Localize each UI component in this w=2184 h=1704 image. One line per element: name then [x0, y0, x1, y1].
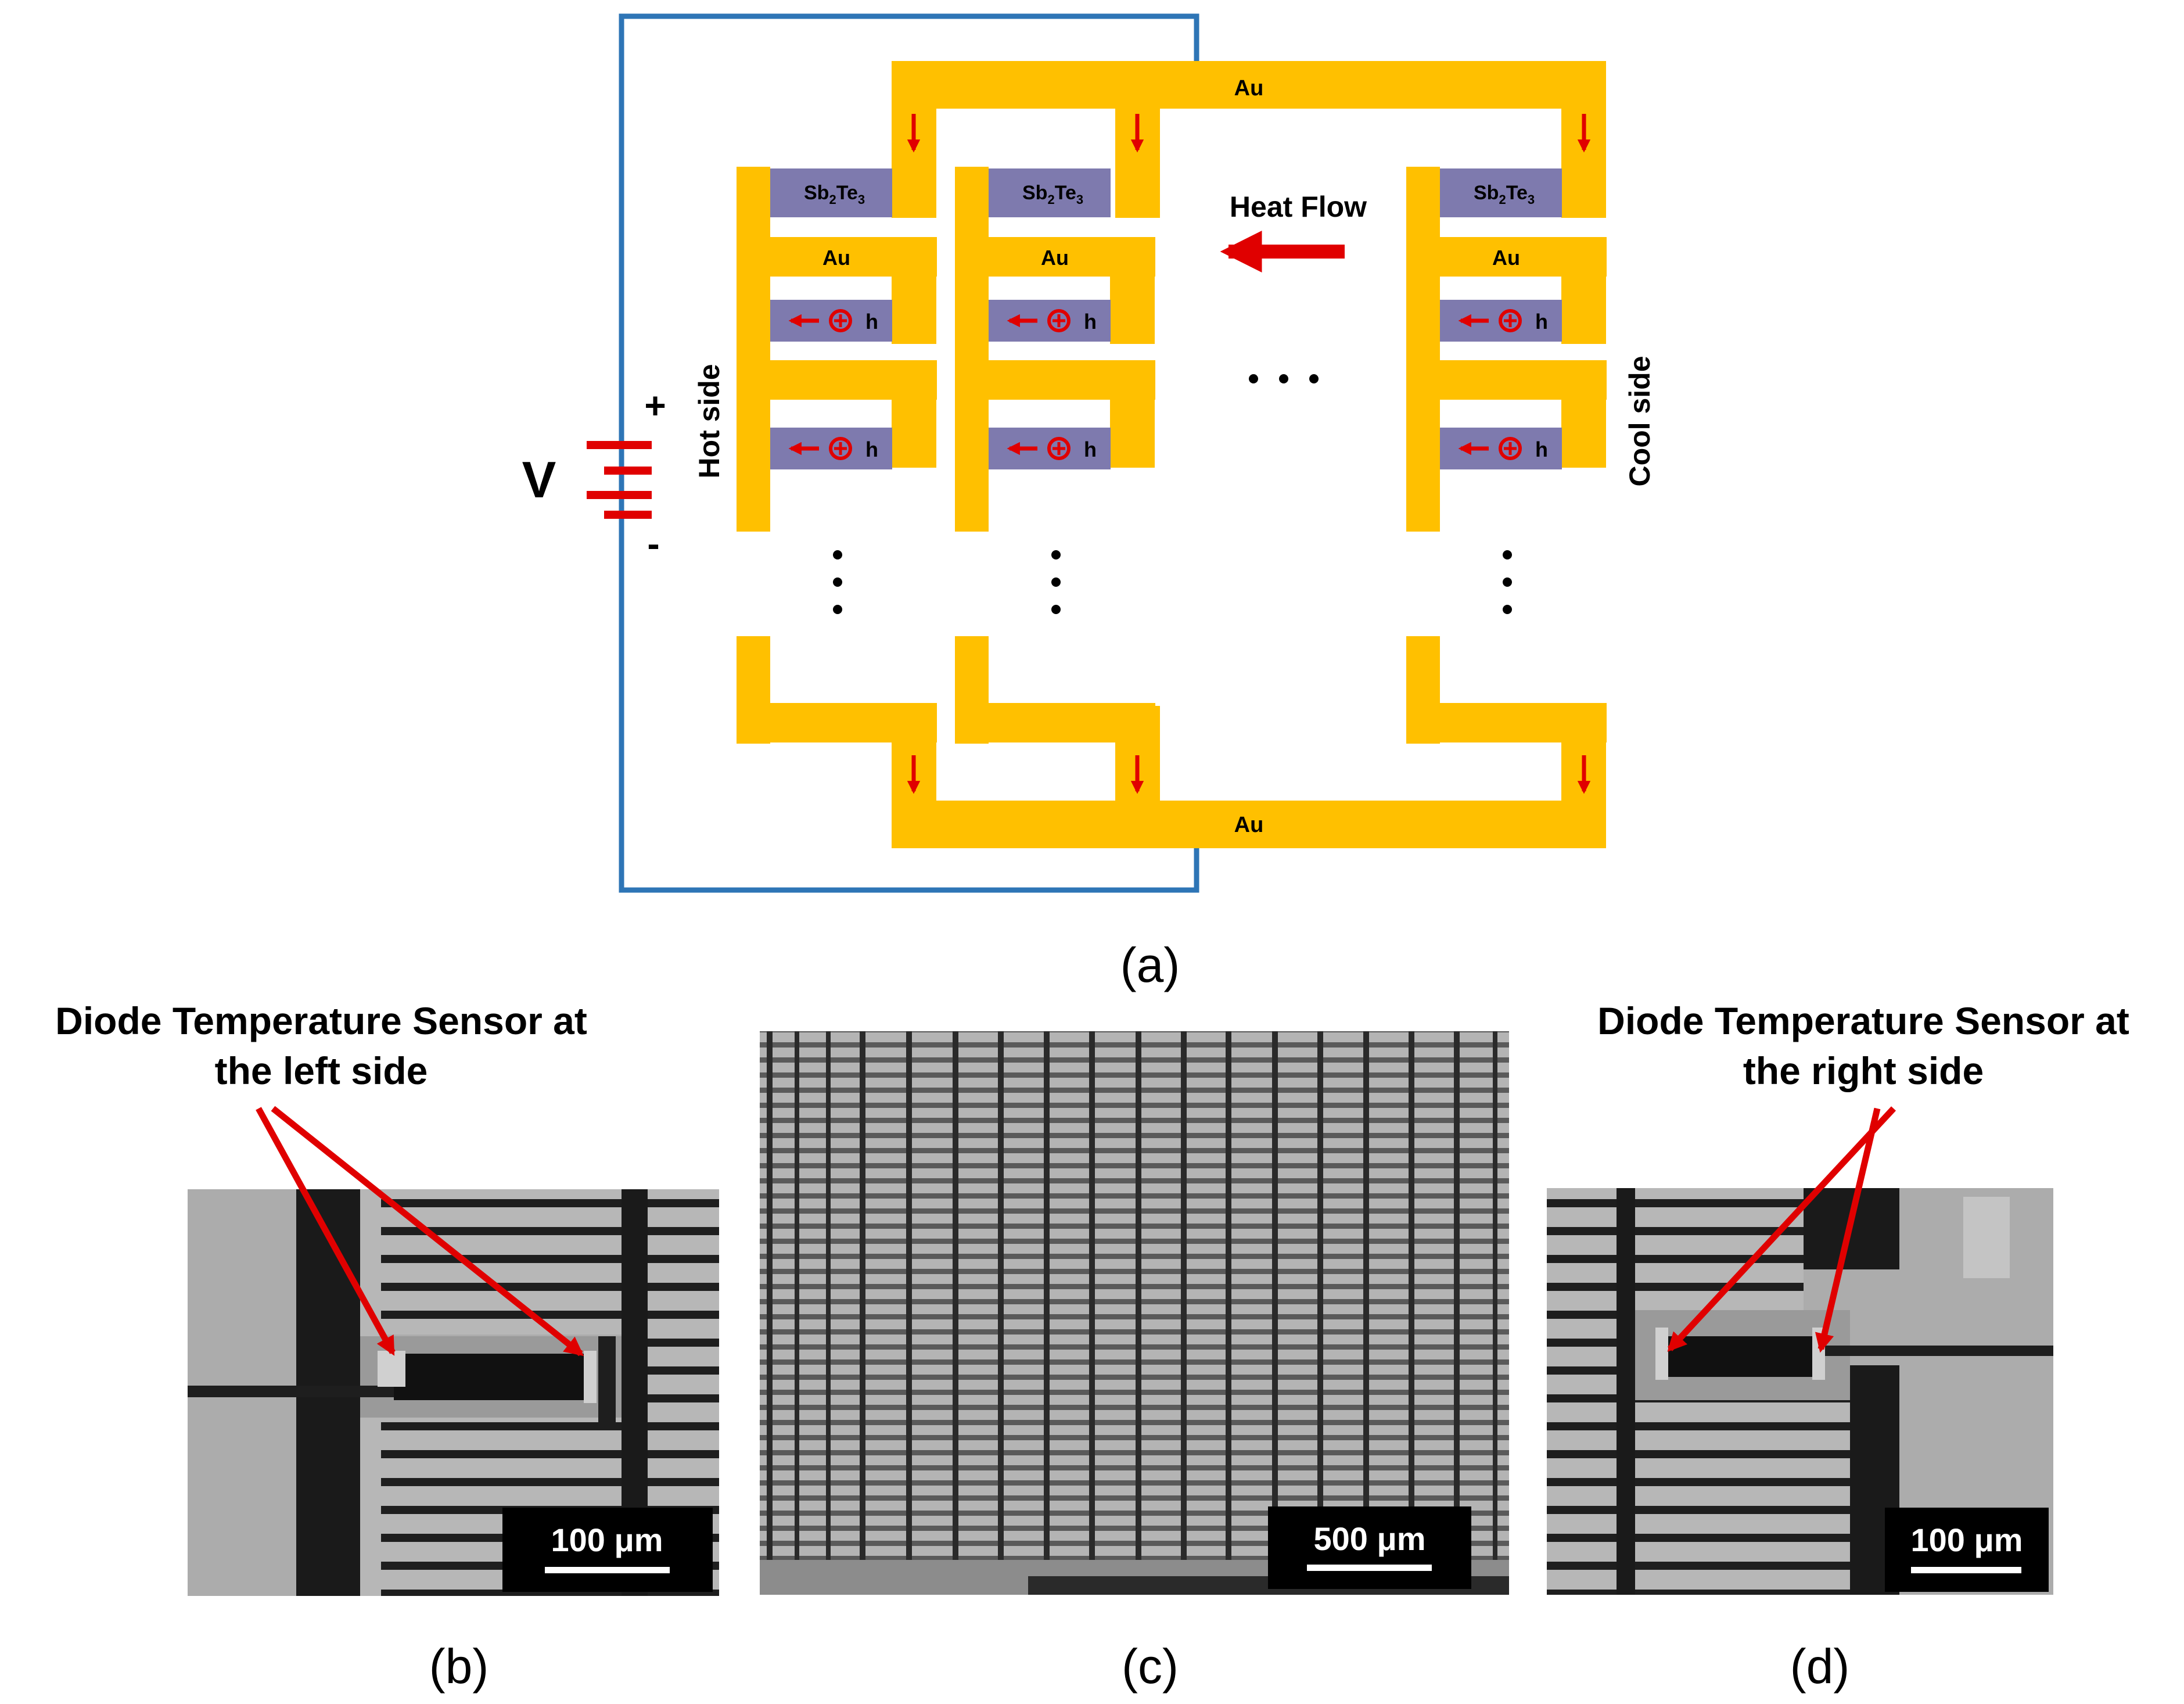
scale-box-d: [1885, 1508, 2049, 1592]
minus-label: -: [647, 523, 659, 565]
panel-d-annotation-line1: Diode Temperature Sensor at: [1597, 999, 2129, 1042]
au-label-3: Au: [1492, 246, 1520, 270]
current-arrows: [907, 114, 1591, 794]
top-au-label: Au: [1234, 76, 1264, 101]
bottom-au-label: Au: [1234, 813, 1264, 837]
panel-c: 500 μm (c): [760, 1031, 1509, 1694]
caption-d: (d): [1790, 1639, 1850, 1694]
caption-b: (b): [429, 1639, 489, 1694]
hole-labels: h h h h h h: [865, 310, 1548, 461]
top-au-bus: Au: [892, 61, 1606, 218]
au-label-2: Au: [1041, 246, 1069, 270]
scale-box-c: [1268, 1506, 1471, 1589]
voltage-label: V: [522, 451, 556, 508]
scale-label-b: 100 μm: [551, 1522, 663, 1558]
svg-text:h: h: [1535, 310, 1548, 333]
scale-label-c: 500 μm: [1313, 1520, 1425, 1557]
panel-b-annotation-line2: the left side: [215, 1049, 428, 1092]
sem-image-c: 500 μm: [760, 1031, 1509, 1595]
sb2te3-label-2: Sb2Te3: [1022, 182, 1083, 207]
svg-text:Sb2Te3: Sb2Te3: [1474, 182, 1535, 207]
svg-text:h: h: [865, 310, 878, 333]
column-3: [1406, 167, 1607, 744]
sb2te3-label-1: Sb2Te3: [804, 182, 865, 207]
svg-text:Sb2Te3: Sb2Te3: [804, 182, 865, 207]
svg-text:h: h: [1535, 437, 1548, 461]
cool-side-label: Cool side: [1623, 356, 1656, 486]
caption-c: (c): [1122, 1639, 1179, 1694]
external-wire: [619, 13, 1199, 893]
svg-text:h: h: [865, 437, 878, 461]
panel-b: Diode Temperature Sensor at the left sid…: [55, 999, 719, 1694]
scale-label-d: 100 μm: [1910, 1522, 2023, 1558]
hot-side-label: Hot side: [693, 364, 725, 478]
scale-box-b: [502, 1508, 713, 1592]
panel-d-annotation-line2: the right side: [1743, 1049, 1984, 1092]
hole-carriers: [788, 309, 1522, 460]
battery-symbol: [587, 441, 652, 519]
svg-text:Sb2Te3: Sb2Te3: [1022, 182, 1083, 207]
panel-d: Diode Temperature Sensor at the right si…: [1547, 999, 2129, 1694]
annotation-arrows-d: [1667, 1106, 1896, 1353]
svg-text:h: h: [1084, 310, 1097, 333]
au-label-1: Au: [822, 246, 850, 270]
heat-flow-label: Heat Flow: [1230, 191, 1367, 223]
sb2te3-label-3: Sb2Te3: [1474, 182, 1535, 207]
sem-image-b: 100 μm: [188, 1189, 719, 1596]
caption-a: (a): [1120, 938, 1180, 992]
plus-label: +: [644, 385, 666, 426]
schematic-a: Au Au: [522, 13, 1656, 992]
sem-c-gaps: [767, 1031, 1497, 1560]
sem-image-d: 100 μm: [1547, 1188, 2053, 1595]
svg-text:h: h: [1084, 437, 1097, 461]
annotation-arrows-b: [256, 1106, 584, 1357]
ellipsis-dots: [833, 374, 1512, 614]
panel-b-annotation-line1: Diode Temperature Sensor at: [55, 999, 587, 1042]
